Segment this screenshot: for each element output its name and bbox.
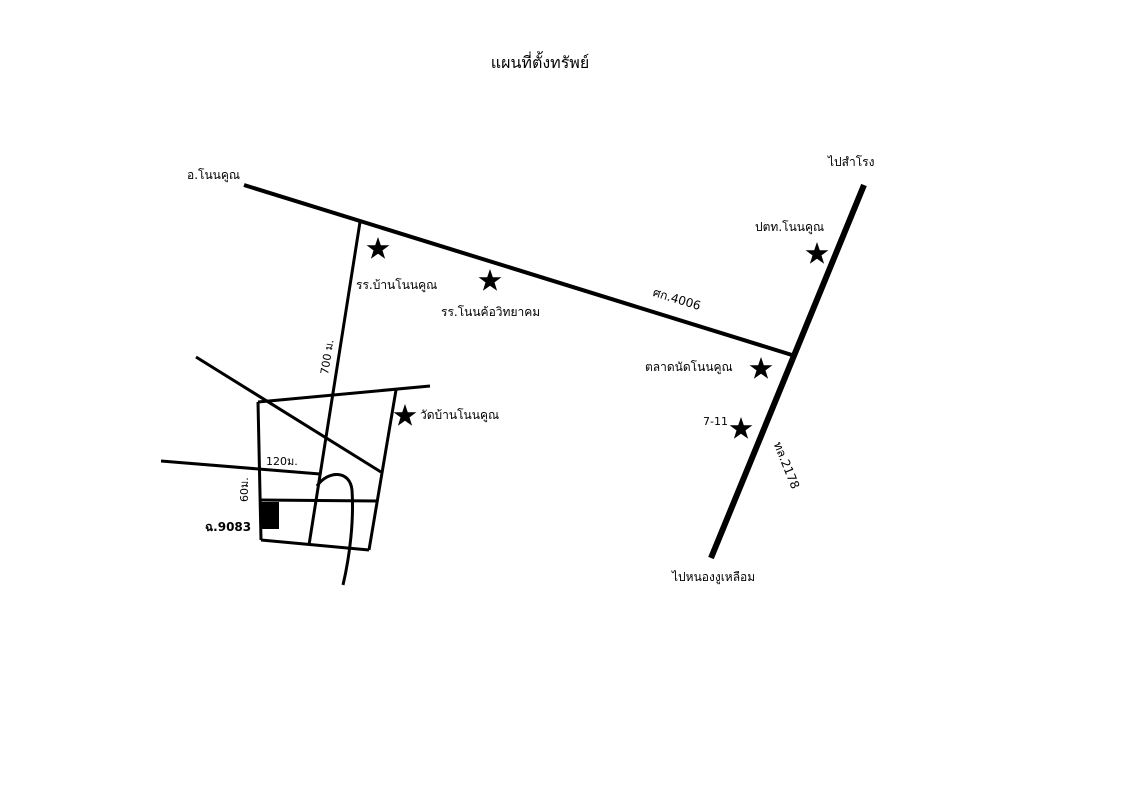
west-road (160, 459, 321, 476)
block-left-road (256, 401, 263, 541)
label-ptt-non-khun: ปตท.โนนคูณ (755, 220, 824, 235)
label-distance-60: 60ม. (238, 477, 251, 502)
label-road-2178: ทล.2178 (771, 440, 803, 491)
star-icon (805, 242, 829, 264)
label-to-nong-ngu-lueam: ไปหนองงูเหลือม (671, 570, 755, 585)
label-seven-eleven: 7-11 (703, 415, 728, 428)
label-school-non-kho: รร.โนนค้อวิทยาคม (441, 305, 540, 319)
star-icon (366, 237, 390, 259)
block-bottom-road (260, 538, 370, 552)
label-market-non-khun: ตลาดนัดโนนคูณ (645, 360, 733, 375)
property-plot (261, 502, 279, 529)
star-icon (393, 404, 417, 426)
star-icon (478, 269, 502, 291)
star-icon (749, 357, 773, 379)
diagonal-road (195, 355, 382, 474)
label-distance-120: 120ม. (266, 455, 298, 468)
label-to-samrong: ไปสำโรง (827, 155, 874, 169)
label-wat-ban-non-khun: วัดบ้านโนนคูณ (420, 408, 499, 423)
label-distance-700: 700 ม. (318, 339, 336, 376)
road-4006 (243, 183, 793, 357)
local-road-700m (307, 221, 362, 546)
label-property: ฉ.9083 (205, 520, 251, 534)
star-icon (729, 417, 753, 439)
highway-2178 (708, 183, 867, 560)
block-top-road (257, 384, 431, 404)
map-title: แผนที่ตั้งทรัพย์ (491, 51, 589, 72)
label-road-4006: ศก.4006 (651, 285, 702, 313)
label-non-khun-district: อ.โนนคูณ (187, 168, 240, 183)
label-school-ban-non-khun: รร.บ้านโนนคูณ (356, 278, 437, 293)
block-right-road (367, 389, 398, 551)
inner-road (259, 498, 378, 503)
curved-lane (315, 473, 355, 586)
